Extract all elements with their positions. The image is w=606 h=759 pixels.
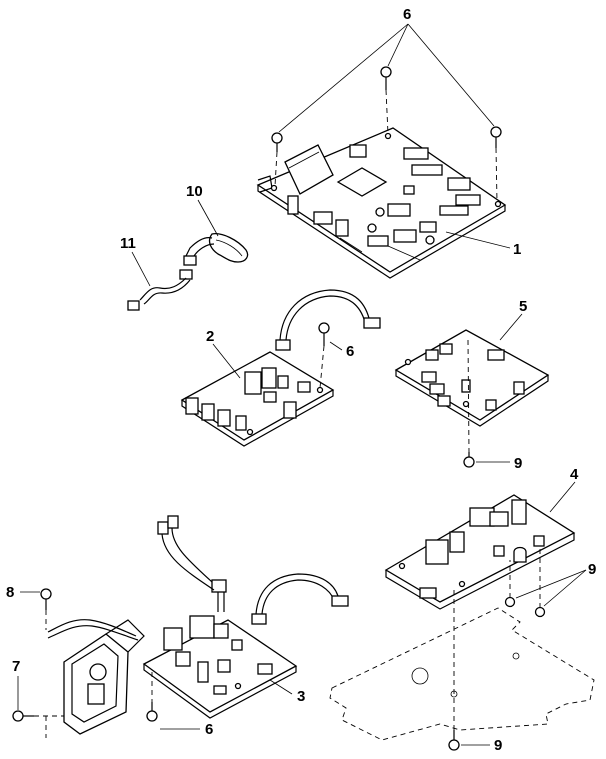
power-board (142, 515, 349, 719)
callout-panel-board: 4 (570, 466, 579, 483)
callout-ground-screw-top: 8 (6, 584, 14, 601)
cable (127, 277, 191, 311)
callout-screw-panel: 9 (588, 561, 596, 578)
main-board (256, 127, 507, 279)
callout-screw-bottom: 6 (205, 721, 213, 738)
callout-power-board: 3 (297, 688, 305, 705)
callout-screw-top: 6 (403, 6, 411, 23)
callout-screw-mid: 6 (346, 343, 354, 360)
ground-bracket (47, 619, 145, 735)
callout-main-board: 1 (513, 241, 521, 258)
callout-battery: 10 (186, 183, 203, 200)
screw-icon (12, 66, 546, 751)
battery (179, 233, 249, 280)
callout-cable: 11 (120, 235, 136, 252)
leader-lines (17, 23, 587, 746)
callout-relay-board: 2 (206, 328, 214, 345)
insulation-sheet (329, 607, 595, 741)
callout-screw-sheet: 9 (494, 737, 502, 754)
sensor-board (394, 329, 550, 427)
relay-board (180, 289, 381, 447)
panel-board (384, 494, 576, 610)
callout-ground-screw: 7 (12, 658, 20, 675)
callout-sensor-board: 5 (519, 298, 527, 315)
callout-screw-sensor: 9 (514, 455, 522, 472)
